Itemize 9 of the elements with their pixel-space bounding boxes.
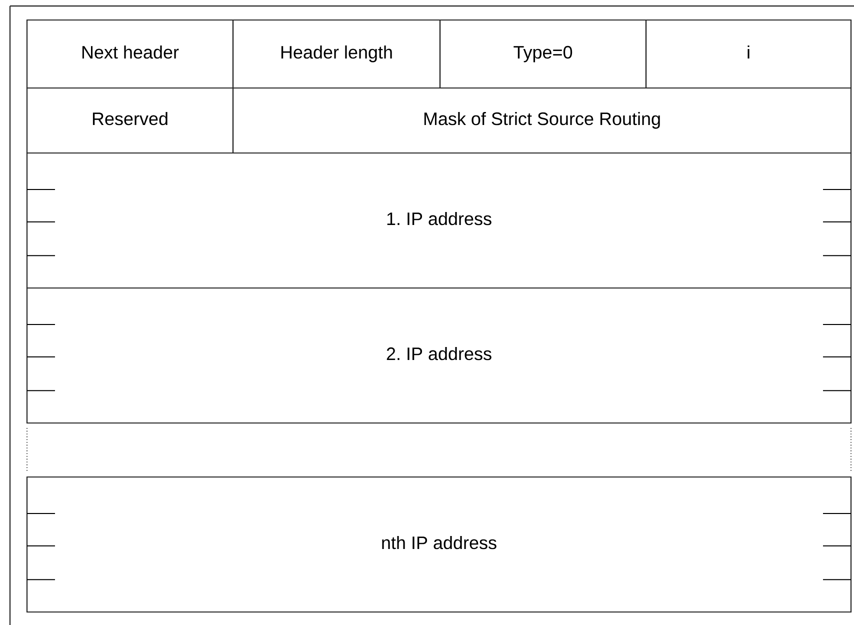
address-field: nth IP address [26, 476, 852, 613]
address-field: 2. IP address [26, 287, 852, 424]
address-field: 1. IP address [26, 152, 852, 289]
header-field: Next header [26, 19, 234, 89]
header-field: Type=0 [439, 19, 647, 89]
header-field: Header length [232, 19, 441, 89]
header-field: Mask of Strict Source Routing [232, 87, 852, 154]
header-field: i [645, 19, 852, 89]
header-field: Reserved [26, 87, 234, 154]
